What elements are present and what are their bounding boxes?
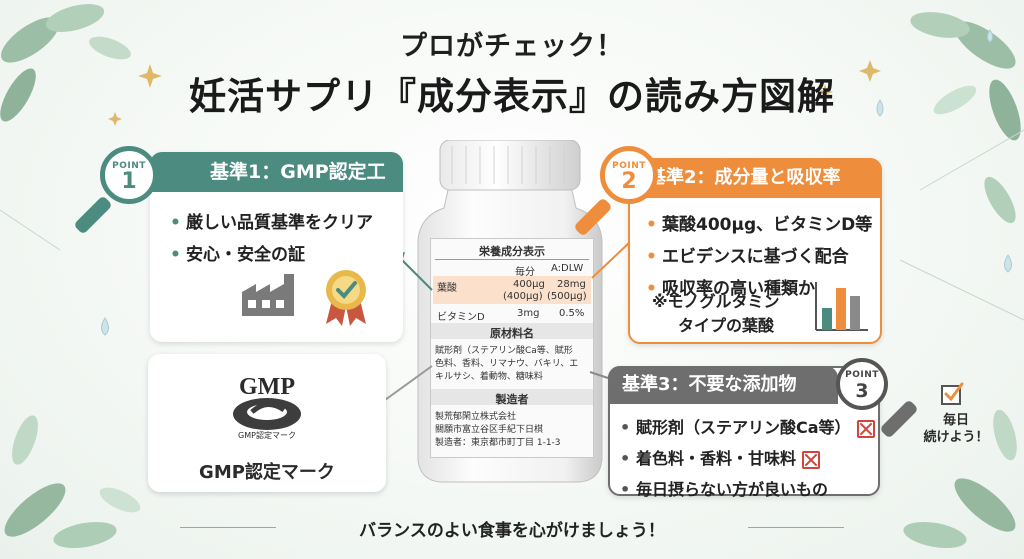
gmp-caption: GMP認定マーク	[199, 462, 335, 483]
list-item: •賦形剤（ステアリン酸Ca等）	[620, 414, 875, 438]
label-section-band	[431, 323, 593, 339]
point1-card: 基準1：GMP認定工場 •厳しい品質基準をクリア •安心・安全の証	[150, 152, 403, 342]
sparkle-icon	[108, 60, 881, 126]
gmp-mark-card: GMP GMP認定マーク GMP認定マーク	[148, 354, 386, 492]
label-divider	[435, 259, 589, 260]
point2-magnifier-icon: POINT 2	[600, 146, 658, 204]
point3-bullets: •賦形剤（ステアリン酸Ca等） •着色料・香料・甘味料 •毎日摂らない方が良いも…	[620, 414, 875, 507]
label-highlight-folic	[433, 276, 591, 304]
label-section-ingredients-title: 原材料名	[490, 327, 534, 340]
label-ingredients-line1: 賦形剤（ステアリン酸Ca等、賦形	[435, 346, 573, 356]
page-title: 妊活サプリ『成分表示』の読み方図解	[189, 75, 835, 118]
list-item: •安心・安全の証	[170, 245, 305, 265]
footer-rule-right	[748, 527, 844, 528]
label-row-folic-val1: 400μg	[513, 279, 545, 290]
daily-reminder-line1: 毎日	[942, 413, 969, 428]
subtitle: プロがチェック！	[400, 31, 624, 62]
label-row-folic-name: 葉酸	[437, 283, 457, 294]
label-row-vitd-name: ビタミンD	[437, 312, 485, 323]
leaf-cluster-top-left-icon	[0, 4, 131, 122]
list-item: •吸収率の高い種類か	[646, 279, 815, 299]
label-maker-line1: 製荒郁閑立株式会社	[435, 412, 517, 422]
point1-number: 1	[121, 169, 137, 194]
gmp-logo-caption: GMP認定マーク	[238, 430, 296, 440]
daily-reminder-line2: 続けよう！	[923, 430, 989, 445]
point2-note-line2: タイプの葉酸	[678, 316, 775, 335]
point2-note-line1: ※モノグルタミン	[652, 292, 780, 311]
point2-bullets: •葉酸400μg、ビタミンD等 •エビデンスに基づく配合 •吸収率の高い種類か	[646, 210, 872, 306]
label-maker-line3: 製造者：東京都市町丁目 1-1-3	[435, 438, 561, 448]
point1-heading: 基準1：GMP認定工場	[150, 152, 403, 223]
list-item: •厳しい品質基準をクリア	[170, 213, 373, 233]
nutrition-label: 栄養成分表示 毎分 A:DLW 葉酸 400μg 28mg (400μg) (5…	[430, 238, 594, 458]
label-maker-line2: 關願市富立谷区手紀下日棋	[435, 425, 544, 435]
label-row-vitd-val2: 0.5%	[559, 308, 585, 319]
footer-message: バランスのよい食事を心がけましょう！	[359, 521, 665, 541]
gmp-logo-text: GMP	[239, 374, 295, 400]
point1-label: POINT	[112, 161, 146, 171]
footer-rule-left	[180, 527, 276, 528]
x-mark-icon	[856, 419, 875, 438]
gmp-logo-icon: GMP GMP認定マーク	[233, 374, 301, 440]
point1-bullets: •厳しい品質基準をクリア •安心・安全の証	[170, 208, 373, 272]
point1-magnifier-icon: POINT 1	[100, 146, 158, 204]
label-ingredients-line2: 色料、香料、リマナウ、バキリ、エ	[435, 359, 579, 369]
daily-reminder: 毎日 続けよう！	[918, 412, 994, 446]
point3-magnifier-icon: POINT 3	[836, 358, 888, 410]
checkbox-check-icon	[941, 382, 964, 405]
list-item: •エビデンスに基づく配合	[646, 247, 849, 267]
point2-card: 基準2：成分量と吸収率 •葉酸400μg、ビタミンD等 •エビデンスに基づく配合…	[628, 158, 882, 344]
label-col-per: 毎分	[515, 267, 535, 278]
quality-badge-icon	[326, 270, 366, 326]
leaf-cluster-bottom-right-icon	[903, 409, 1017, 549]
background-lines	[0, 129, 1024, 321]
leaf-cluster-bottom-left-icon	[4, 415, 141, 549]
point3-label: POINT	[845, 370, 879, 380]
label-ingredients-line3: キルサシ、着動物、糖味料	[435, 372, 543, 382]
label-row-folic-sub1: (400μg)	[503, 291, 543, 302]
point3-card: 基準3：不要な添加物 •賦形剤（ステアリン酸Ca等） •着色料・香料・甘味料 •…	[608, 366, 880, 499]
point2-label: POINT	[612, 161, 646, 171]
label-row-folic-val2: 28mg	[557, 279, 586, 290]
point2-number: 2	[621, 169, 637, 194]
x-mark-icon	[802, 450, 821, 469]
label-col-other: A:DLW	[551, 263, 584, 274]
label-section-maker-title: 製造者	[495, 393, 529, 406]
list-item: •毎日摂らない方が良いもの	[620, 480, 829, 499]
label-row-vitd-val1: 3mg	[517, 308, 540, 319]
label-section-band	[431, 389, 593, 405]
label-row-folic-sub2: (500μg)	[547, 291, 587, 302]
bar-graph-icon	[815, 282, 868, 331]
leaf-cluster-top-right-icon	[910, 12, 1021, 224]
factory-icon	[242, 274, 294, 316]
point3-heading: 基準3：不要な添加物	[608, 366, 838, 404]
list-item: •葉酸400μg、ビタミンD等	[646, 215, 873, 235]
water-drop-icon	[101, 29, 1012, 336]
label-section-nutrition-title: 栄養成分表示	[479, 245, 545, 258]
list-item: •着色料・香料・甘味料	[620, 445, 875, 469]
point2-heading: 基準2：成分量と吸収率	[628, 158, 882, 198]
point3-number: 3	[855, 380, 869, 402]
